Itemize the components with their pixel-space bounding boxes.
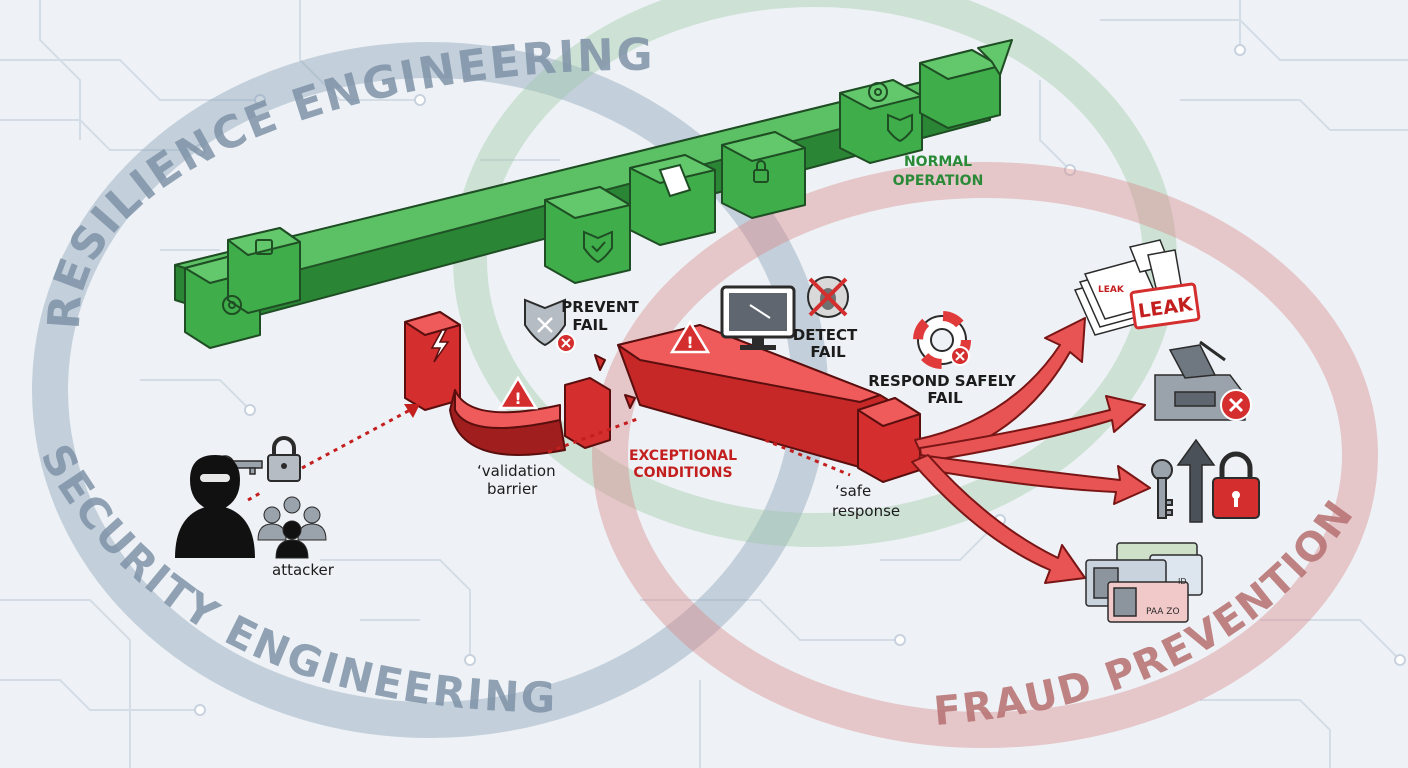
circuit-chip-icon xyxy=(255,239,273,255)
respond-safely-label-2: FAIL xyxy=(927,389,963,407)
svg-text:ID: ID xyxy=(1178,577,1187,586)
padlock-icon xyxy=(1212,451,1260,519)
lifebuoy-icon xyxy=(913,311,971,369)
fraud-branch-arrows xyxy=(911,317,1151,584)
padlock-icon xyxy=(267,436,301,482)
attack-path-dotted xyxy=(247,408,851,502)
document-icon xyxy=(658,163,692,198)
fraud-ring xyxy=(592,162,1378,748)
green-cube xyxy=(919,49,1001,129)
shield-check-icon xyxy=(887,113,913,143)
warning-icon: ! xyxy=(497,375,539,410)
branch-arrow-machine xyxy=(919,395,1146,463)
normal-operation-label-2: OPERATION xyxy=(893,173,984,189)
paper-stack-icon: LEAK xyxy=(1073,239,1183,336)
red-block-chain xyxy=(404,311,921,483)
group-icon xyxy=(257,496,327,559)
circuit-nodes xyxy=(194,44,1406,716)
branch-arrow-credentials xyxy=(917,454,1151,505)
svg-text:!: ! xyxy=(514,389,521,408)
exceptional-conditions-label: EXCEPTIONAL xyxy=(629,448,737,464)
detect-fail-label-2: FAIL xyxy=(810,343,846,361)
attacker-label: attacker xyxy=(272,561,335,579)
green-block-chain xyxy=(174,39,1013,349)
normal-operation-label: NORMAL xyxy=(904,154,972,170)
svg-text:!: ! xyxy=(686,333,693,352)
gear-icon xyxy=(868,82,888,102)
green-cube xyxy=(721,131,806,219)
respond-safely-label: RESPOND SAFELY xyxy=(868,372,1017,390)
leak-stamp: LEAK xyxy=(1129,282,1201,330)
validation-barrier-label: ‘validation xyxy=(477,462,556,480)
svg-text:PAA ZO: PAA ZO xyxy=(1146,607,1180,617)
green-cube xyxy=(227,227,301,314)
id-card-icon: ID PAA ZO xyxy=(1085,542,1203,623)
error-x-icon xyxy=(1220,389,1252,421)
green-cube xyxy=(544,186,631,284)
shield-x-icon xyxy=(524,298,576,353)
hacker-icon xyxy=(175,455,255,558)
prevent-fail-label: PREVENT xyxy=(561,298,639,316)
safe-response-label: ‘safe xyxy=(835,482,871,500)
safe-response-label-2: response xyxy=(832,502,900,520)
gear-icon xyxy=(222,295,242,315)
validation-barrier-label-2: barrier xyxy=(487,480,538,498)
up-arrow-icon xyxy=(1176,438,1216,523)
svg-text:LEAK: LEAK xyxy=(1098,285,1125,295)
branch-arrow-identity xyxy=(911,454,1086,584)
red-cube xyxy=(404,311,461,411)
prevent-fail-label-2: FAIL xyxy=(572,316,608,334)
red-cube xyxy=(857,397,921,483)
warning-icon: ! xyxy=(669,319,711,354)
green-arrow-tip xyxy=(977,39,1013,76)
monitor-icon xyxy=(720,285,796,350)
red-cube xyxy=(564,377,611,449)
detect-fail-label: DETECT xyxy=(793,326,858,344)
lightning-icon xyxy=(430,329,450,363)
shield-check-icon xyxy=(583,230,613,264)
exceptional-conditions-label-2: CONDITIONS xyxy=(633,465,732,481)
lock-icon xyxy=(753,160,769,183)
key-icon xyxy=(1151,459,1173,519)
bug-crossed-icon xyxy=(807,276,849,318)
attack-arrow-head xyxy=(404,404,420,418)
